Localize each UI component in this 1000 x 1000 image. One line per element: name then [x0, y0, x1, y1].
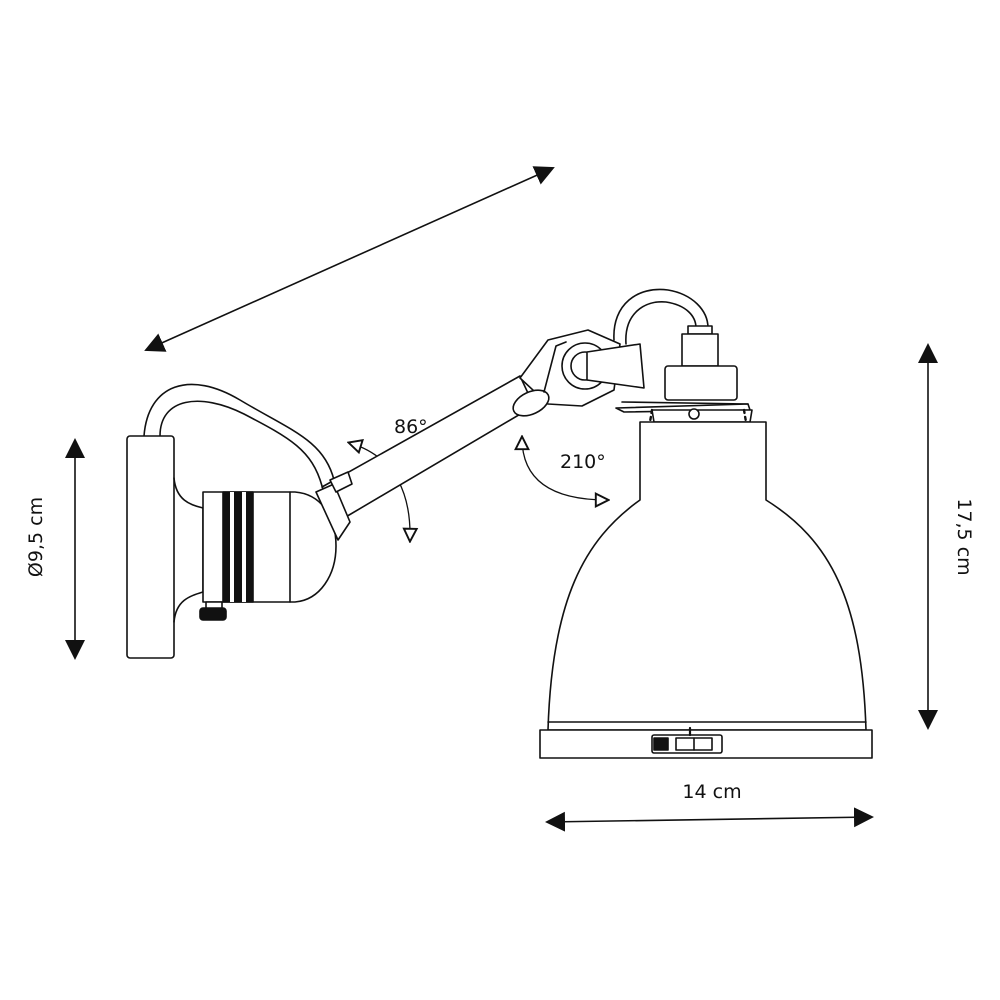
- height-label: 17,5 cm: [953, 498, 975, 575]
- power-cable: [143, 383, 335, 487]
- diameter-dimension: Ø9,5 cm: [25, 438, 85, 660]
- shade-rotation-indicator: 210°: [522, 438, 607, 500]
- lamp-arm: [315, 375, 535, 541]
- adjustment-knob: [199, 601, 227, 621]
- base-housing: [202, 491, 337, 603]
- shade-clip: [651, 726, 723, 754]
- head-joint: [512, 329, 645, 417]
- arm-length-dimension: [144, 166, 555, 352]
- diameter-label: Ø9,5 cm: [25, 497, 47, 577]
- width-label: 14 cm: [682, 781, 741, 803]
- shade-cable: [613, 288, 709, 345]
- lamp-socket: [615, 325, 751, 413]
- shade-angle-label: 210°: [560, 451, 606, 473]
- height-dimension: 17,5 cm: [918, 343, 975, 730]
- wall-plate: [126, 435, 204, 659]
- width-dimension: 14 cm: [545, 781, 874, 832]
